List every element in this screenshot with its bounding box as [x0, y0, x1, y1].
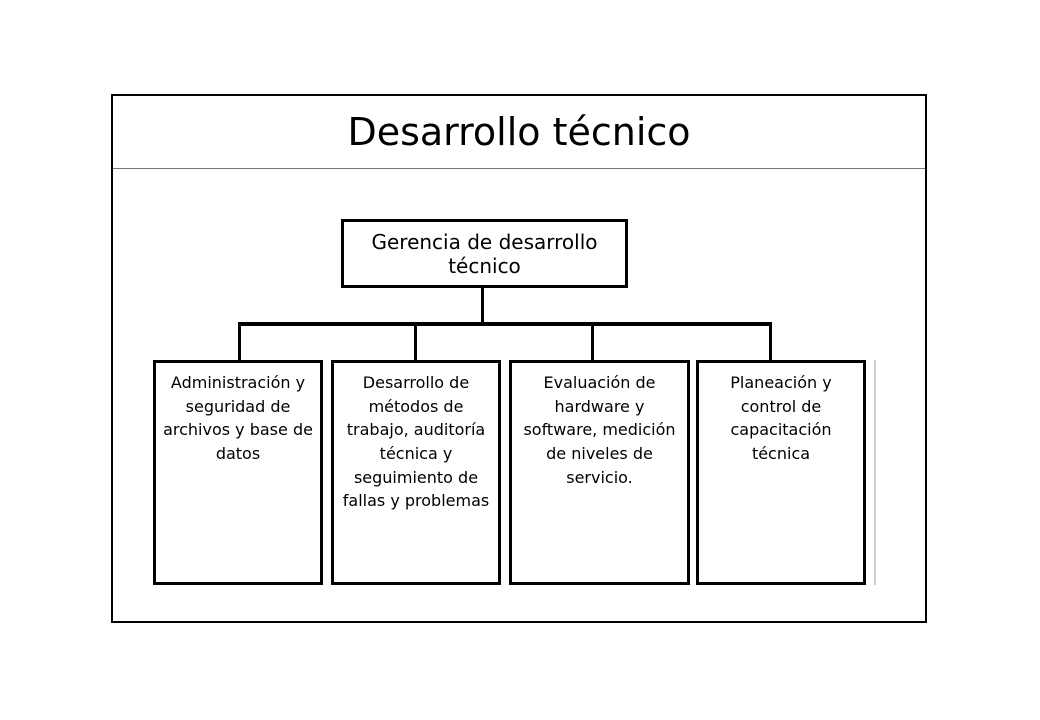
org-child-label-3: Evaluación de hardware y software, medic… — [523, 373, 676, 487]
slide-frame — [111, 94, 927, 623]
org-child-label-1: Administración y seguridad de archivos y… — [163, 373, 313, 464]
connector-root-stem — [481, 288, 484, 325]
slide-title: Desarrollo técnico — [347, 110, 691, 154]
title-divider — [113, 168, 925, 169]
connector-child-3 — [591, 322, 594, 362]
org-child-label-4: Planeación y control de capacitación téc… — [730, 373, 832, 464]
box-edge-mark — [874, 360, 876, 585]
org-child-box-1: Administración y seguridad de archivos y… — [153, 360, 323, 585]
org-child-box-2: Desarrollo de métodos de trabajo, audito… — [331, 360, 501, 585]
connector-child-2 — [414, 322, 417, 362]
org-root-label: Gerencia de desarrollo técnico — [371, 229, 598, 278]
connector-horizontal-bar — [238, 322, 772, 326]
org-child-box-3: Evaluación de hardware y software, medic… — [509, 360, 690, 585]
connector-child-4 — [769, 322, 772, 362]
connector-child-1 — [238, 322, 241, 362]
org-root-box: Gerencia de desarrollo técnico — [341, 219, 628, 288]
org-child-box-4: Planeación y control de capacitación téc… — [696, 360, 866, 585]
org-child-label-2: Desarrollo de métodos de trabajo, audito… — [342, 373, 490, 511]
